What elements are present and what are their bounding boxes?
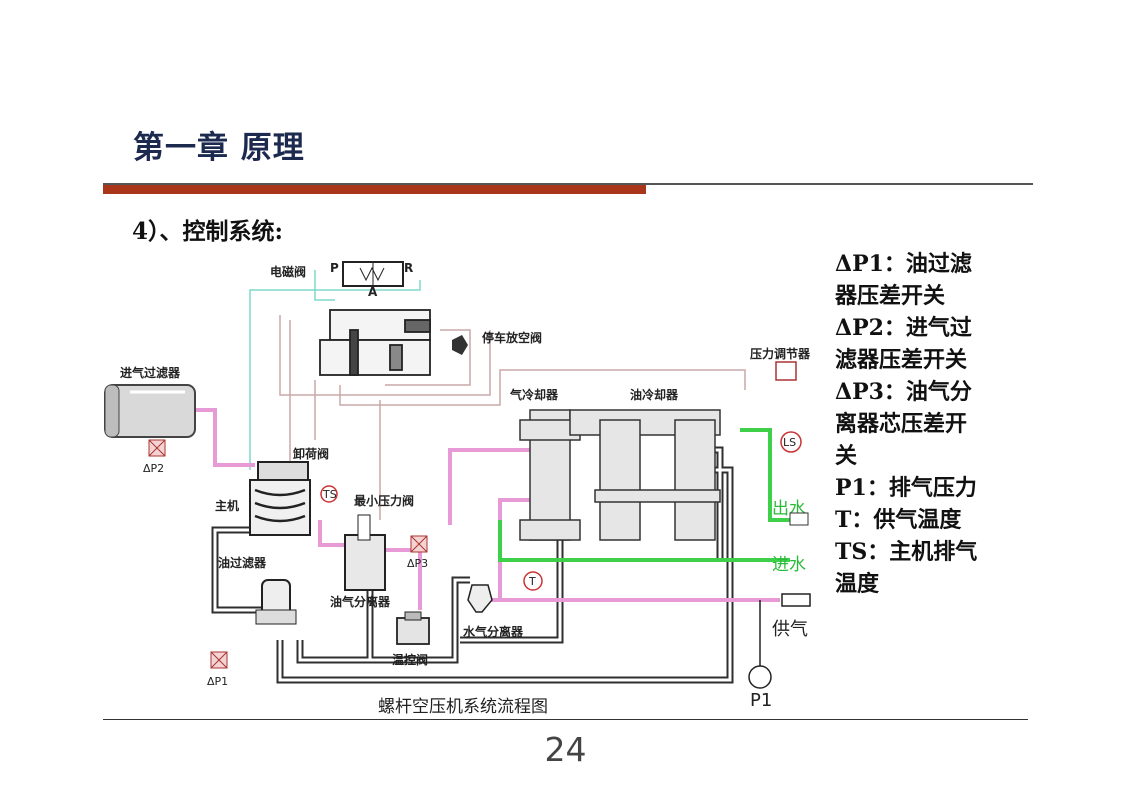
- legend-item: T：供气温度: [835, 507, 962, 533]
- page-number: 24: [544, 730, 587, 769]
- legend-item: ΔP2：进气过 滤器压差开关: [835, 315, 972, 373]
- dp2-switch: [148, 439, 166, 457]
- p1-label: P1: [750, 690, 772, 711]
- port-a-label: A: [368, 285, 378, 299]
- pressure-regulator-label: 压力调节器: [750, 346, 811, 361]
- page-title: 第一章 原理: [133, 130, 305, 166]
- thermostatic-valve: [396, 611, 430, 645]
- control-lines: [249, 270, 746, 520]
- water-separator: [467, 584, 493, 613]
- solenoid-valve: [342, 261, 404, 287]
- oil-gas-separator-label: 油气分离器: [330, 594, 391, 609]
- air-cooler: [519, 409, 581, 541]
- oil-cooler-label: 油冷却器: [630, 387, 679, 402]
- oil-gas-separator: [344, 514, 386, 591]
- footer-rule: [103, 719, 1028, 720]
- intake-filter-label: 进气过滤器: [120, 365, 181, 380]
- t-label: T: [528, 575, 536, 588]
- water-separator-label: 水气分离器: [463, 624, 524, 639]
- pressure-regulator-box: [775, 361, 797, 381]
- intake-filter: [104, 384, 196, 438]
- legend-item: TS：主机排气 温度: [835, 539, 978, 597]
- unloading-valve: [257, 461, 309, 481]
- oil-filter-label: 油过滤器: [218, 555, 267, 570]
- ts-label: TS: [322, 488, 337, 501]
- dp2-label: ΔP2: [143, 462, 164, 475]
- title-underline-accent: [103, 183, 646, 194]
- water-out-nozzle: [789, 512, 809, 526]
- dp3-switch: [410, 535, 428, 553]
- legend-item: ΔP3：油气分 离器芯压差开 关: [835, 379, 972, 469]
- legend-item: P1：排气压力: [835, 475, 977, 501]
- diagram-caption: 螺杆空压机系统流程图: [378, 697, 548, 717]
- ls-label: LS: [783, 436, 796, 449]
- oil-cooler: [569, 409, 721, 541]
- section-heading: 4）、控制系统:: [132, 218, 283, 245]
- p1-gauge: [748, 665, 772, 689]
- air-supply-label: 供气: [772, 619, 808, 640]
- main-unit-compressor: [249, 479, 311, 536]
- air-cooler-label: 气冷却器: [509, 387, 559, 402]
- air-pipes: [195, 408, 780, 610]
- port-r-label: R: [404, 261, 413, 275]
- water-in-label: 进水: [772, 555, 806, 575]
- oil-filter: [255, 579, 297, 625]
- dp1-label: ΔP1: [207, 675, 228, 688]
- t-sensor: [523, 571, 543, 591]
- thermostatic-valve-label: 温控阀: [392, 652, 428, 667]
- ts-sensor: [320, 485, 338, 503]
- vent-valve-icon: [452, 335, 468, 355]
- legend-item: ΔP1：油过滤 器压差开关: [835, 251, 972, 309]
- main-unit-label: 主机: [215, 498, 239, 513]
- legend: ΔP1：油过滤 器压差开关 ΔP2：进气过 滤器压差开关 ΔP3：油气分 离器芯…: [835, 248, 1015, 600]
- stop-vent-valve-label: 停车放空阀: [482, 330, 542, 345]
- solenoid-valve-label: 电磁阀: [270, 264, 306, 279]
- title-underline-rule: [103, 183, 1033, 185]
- dp1-switch: [210, 651, 228, 669]
- stop-vent-valve-assembly: [319, 309, 431, 376]
- dp3-label: ΔP3: [407, 557, 428, 570]
- min-pressure-valve-label: 最小压力阀: [354, 493, 414, 508]
- unloading-valve-label: 卸荷阀: [293, 446, 329, 461]
- air-supply-outlet: [781, 593, 811, 607]
- water-pipes: [498, 428, 790, 562]
- ls-sensor: [780, 431, 802, 453]
- port-p-label: P: [330, 261, 339, 275]
